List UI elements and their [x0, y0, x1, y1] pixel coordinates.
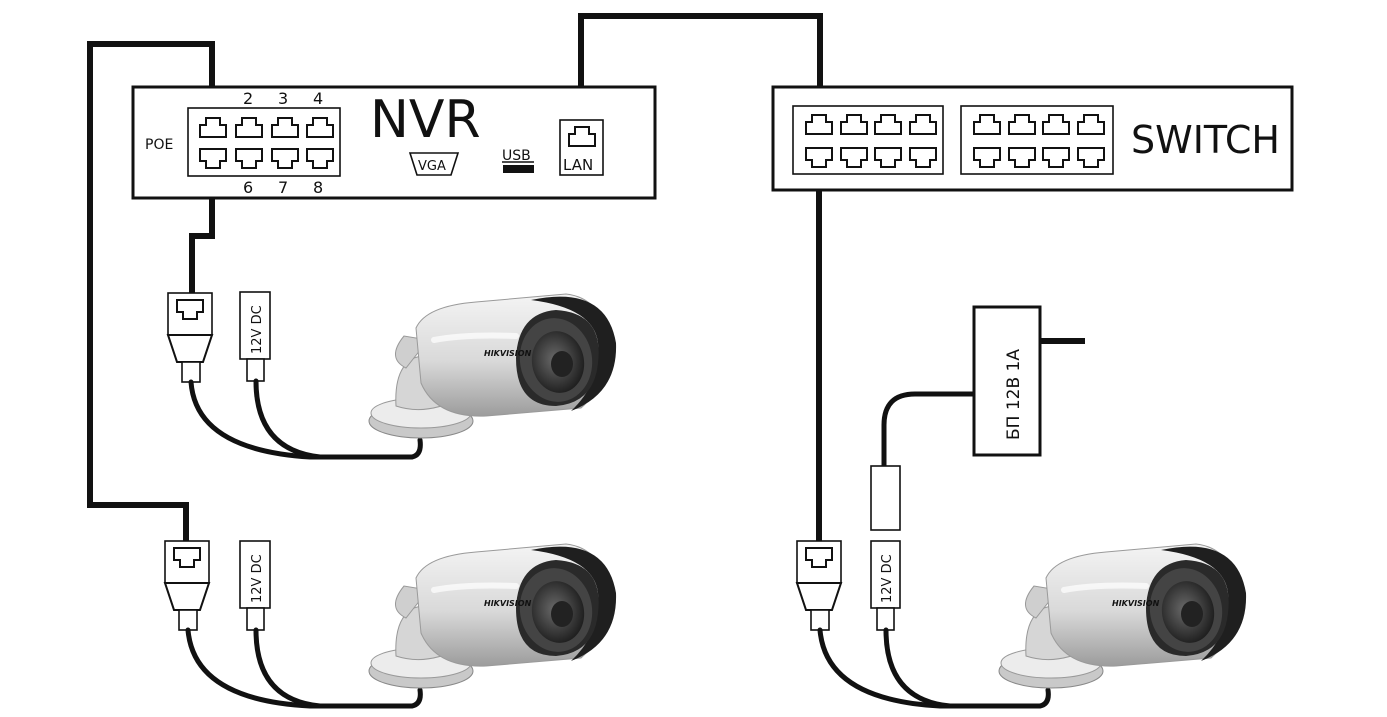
nvr-usb-label: USB [502, 148, 531, 164]
switch-title: SWITCH [1131, 118, 1280, 162]
nvr-vga-port[interactable]: VGA [408, 152, 460, 176]
power-supply: БП 12В 1А [972, 305, 1042, 457]
camera-1-dc-label: 12V DC [250, 305, 265, 354]
camera-1-dc-connector: 12V DC [239, 291, 271, 382]
camera-3-rj45-connector [795, 540, 843, 631]
camera-2-brand: HIKVISION [484, 599, 532, 608]
camera-3-dc-label: 12V DC [880, 554, 895, 603]
cable-nvr-lan-to-switch [578, 13, 823, 120]
nvr-port-number-8: 8 [313, 178, 323, 197]
nvr-port-number-2: 2 [243, 89, 253, 108]
cable-psu-to-dc-connector [881, 391, 978, 469]
camera-1-group: 12V DC HIKVISION [166, 291, 616, 460]
cable-nvr-port1-to-camera2 [87, 41, 215, 545]
camera-1-rj45-connector [166, 292, 214, 383]
nvr-poe-port-block [187, 107, 341, 177]
camera-1-pigtail [188, 379, 423, 460]
camera-3[interactable] [999, 544, 1246, 688]
switch-device: SWITCH [771, 85, 1294, 192]
camera-2-dc-label: 12V DC [250, 554, 265, 603]
camera-3-group: 12V DC HIKVISION [795, 465, 1246, 709]
nvr-device: NVR POE 2 3 4 6 7 8 VGA USB [131, 85, 657, 200]
nvr-title: NVR [370, 90, 481, 150]
camera-3-brand: HIKVISION [1112, 599, 1160, 608]
camera-2-pigtail [185, 627, 423, 709]
nvr-port-number-4: 4 [313, 89, 323, 108]
nvr-usb-port[interactable]: USB [502, 148, 534, 173]
camera-3-dc-connector: 12V DC [870, 465, 901, 631]
nvr-port-number-7: 7 [278, 178, 288, 197]
switch-port-block-left [792, 105, 944, 175]
camera-3-pigtail [817, 627, 1051, 709]
nvr-lan-port[interactable]: LAN [559, 119, 604, 176]
nvr-port-number-6: 6 [243, 178, 253, 197]
camera-2-rj45-connector [163, 540, 211, 631]
camera-2-group: 12V DC HIKVISION [163, 540, 616, 709]
camera-1[interactable] [369, 294, 616, 438]
nvr-poe-label: POE [145, 137, 173, 153]
cable-nvr-port5-to-camera1 [189, 170, 215, 300]
camera-2[interactable] [369, 544, 616, 688]
nvr-port-number-3: 3 [278, 89, 288, 108]
switch-port-block-right [960, 105, 1114, 175]
power-supply-label: БП 12В 1А [1004, 349, 1024, 440]
camera-1-brand: HIKVISION [484, 349, 532, 358]
nvr-lan-label: LAN [563, 156, 593, 174]
nvr-vga-label: VGA [418, 159, 446, 174]
camera-2-dc-connector: 12V DC [239, 540, 271, 631]
